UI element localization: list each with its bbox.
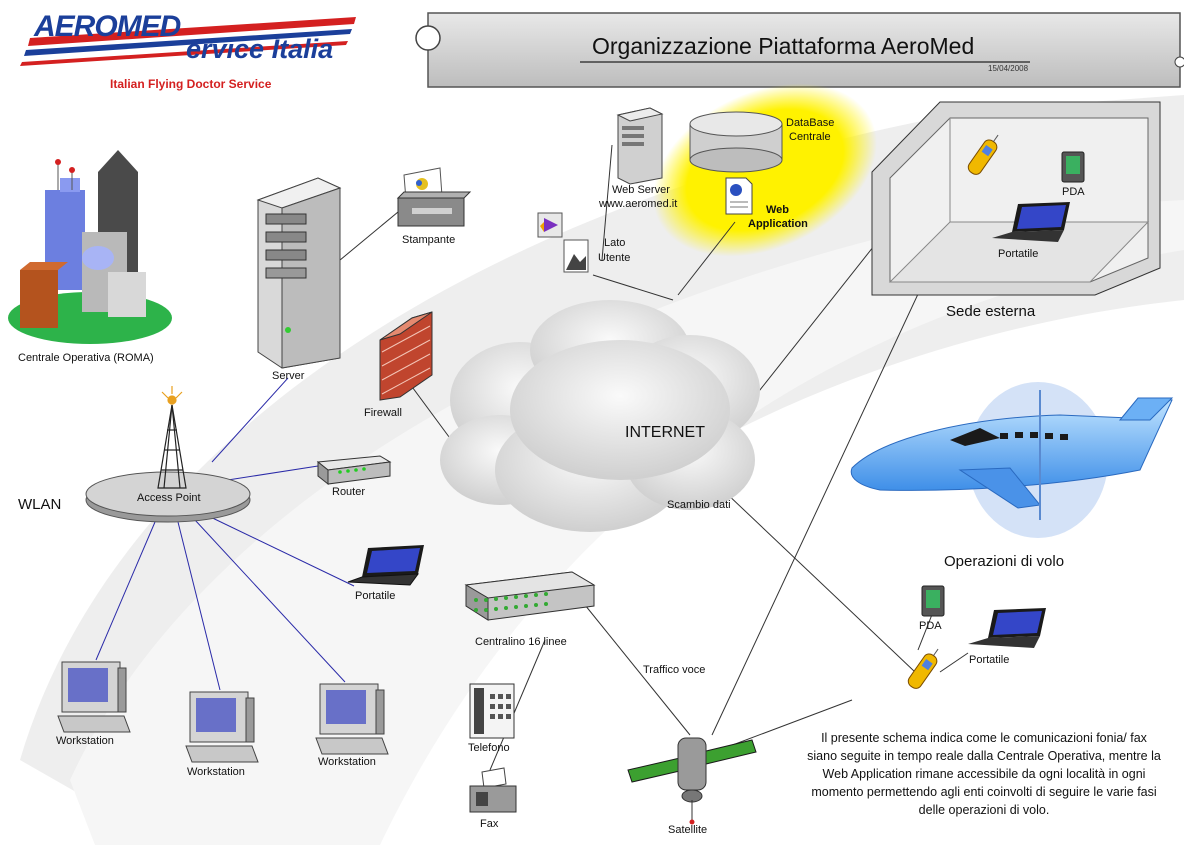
sede-esterna-room: [871, 101, 1161, 296]
label-firewall: Firewall: [364, 407, 402, 419]
logo-service-italia: ervice Italia: [186, 34, 334, 64]
label-sede-esterna: Sede esterna: [946, 303, 1036, 320]
label-pda-volo: PDA: [919, 620, 942, 632]
label-utente: Utente: [598, 252, 631, 264]
document-icon: [725, 177, 753, 215]
logo-aeromed: AEROMED: [34, 10, 181, 43]
label-lato: Lato: [604, 237, 626, 249]
title-bar: [415, 12, 1184, 88]
label-traffico-voce: Traffico voce: [643, 664, 706, 676]
label-satellite: Satellite: [668, 824, 708, 836]
label-pda-sede: PDA: [1062, 186, 1085, 198]
label-workstation-2: Workstation: [187, 766, 245, 778]
label-workstation-1: Workstation: [56, 735, 114, 747]
cloud-icon: [440, 300, 760, 532]
page-title: Organizzazione Piattaforma AeroMed: [592, 33, 975, 59]
pda-icon: [921, 151, 1085, 617]
label-server: Server: [272, 370, 305, 382]
antenna-icon: [157, 386, 187, 489]
label-internet: INTERNET: [625, 424, 705, 441]
label-web-server-url: www.aeromed.it: [599, 198, 678, 210]
airplane-icon: [850, 382, 1174, 538]
label-stampante: Stampante: [402, 234, 456, 246]
media-icon: [537, 212, 563, 238]
laptop-icon: [968, 202, 1070, 648]
switchboard-icon: [464, 571, 596, 621]
label-database-centrale: Centrale: [789, 131, 831, 143]
laptop-icon: [347, 545, 424, 586]
label-operazioni-volo: Operazioni di volo: [944, 553, 1065, 570]
label-fax: Fax: [480, 818, 499, 830]
label-web-application: Web: [766, 204, 790, 216]
satellite-icon: [627, 737, 757, 825]
database-icon: [689, 111, 783, 173]
image-file-icon: [563, 239, 589, 273]
label-centrale: Centrale Operativa (ROMA): [18, 352, 154, 364]
server-icon: [256, 177, 342, 369]
firewall-icon: [379, 311, 433, 401]
label-scambio-dati: Scambio dati: [667, 499, 731, 511]
label-database: DataBase: [786, 117, 835, 129]
web-server-icon: [616, 107, 664, 185]
description-note: Il presente schema indica come le comuni…: [807, 731, 1161, 817]
access-point-icon: [85, 471, 251, 523]
label-portatile-sede: Portatile: [998, 248, 1039, 260]
fax-icon: [469, 767, 517, 813]
label-web-server: Web Server: [612, 184, 670, 196]
building-icon: [8, 150, 172, 344]
lan-links: [95, 377, 355, 691]
router-icon: [316, 455, 392, 486]
logo-tagline: Italian Flying Doctor Service: [110, 77, 272, 91]
monitor-icon: [57, 661, 389, 763]
label-access-point: Access Point: [137, 492, 201, 504]
label-web-application-2: Application: [748, 218, 808, 230]
label-portatile-volo: Portatile: [969, 654, 1010, 666]
label-wlan: WLAN: [18, 496, 62, 513]
label-router: Router: [332, 486, 366, 498]
mobile-phone-icon: [907, 134, 999, 689]
logo-stripes: [20, 17, 356, 66]
printer-icon: [396, 167, 472, 227]
label-workstation-3: Workstation: [318, 756, 376, 768]
label-telefono: Telefono: [468, 742, 510, 754]
title-date: 15/04/2008: [988, 64, 1029, 73]
label-centralino: Centralino 16 linee: [475, 636, 567, 648]
phone-icon: [469, 683, 515, 739]
label-portatile-lan: Portatile: [355, 590, 396, 602]
